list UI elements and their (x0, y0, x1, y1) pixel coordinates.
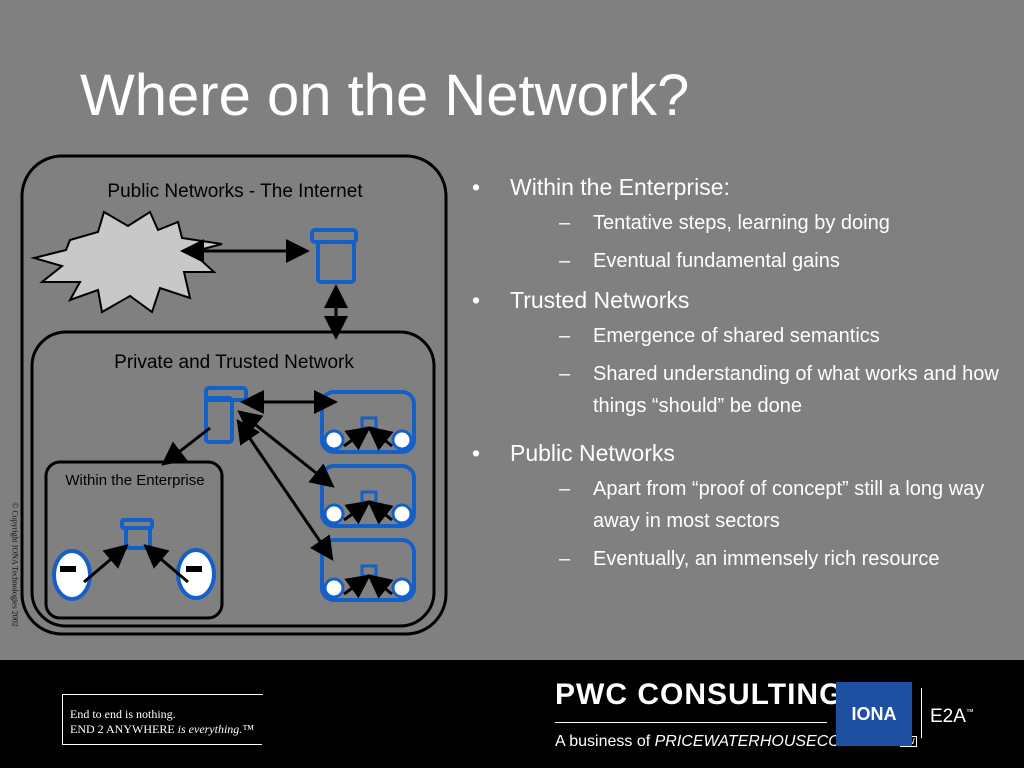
brand-divider (555, 722, 827, 723)
slide-title: Where on the Network? (80, 63, 690, 128)
bullet-item: • Trusted Networks –Emergence of shared … (472, 287, 1012, 422)
sub-bullet-text: Eventual fundamental gains (593, 250, 840, 272)
public-network-label: Public Networks - The Internet (107, 181, 363, 202)
tagline-line-2: END 2 ANYWHERE is everything.™ (70, 722, 255, 736)
sub-bullet-text: Emergence of shared semantics (593, 325, 880, 347)
bullet-list: • Within the Enterprise: –Tentative step… (472, 170, 1012, 575)
tagline-underline (62, 744, 262, 745)
bullet-item: • Within the Enterprise: –Tentative step… (472, 174, 1012, 277)
enterprise-box (44, 460, 224, 620)
sub-bullet-item: –Eventually, an immensely rich resource (559, 548, 940, 570)
bullet-item: • Public Networks –Apart from “proof of … (472, 440, 1012, 575)
logo-separator (921, 688, 922, 738)
iona-logo: IONA (836, 682, 912, 746)
internet-cloud-icon (30, 210, 223, 314)
public-network-box (20, 154, 448, 636)
arrow-enterprise-client-right (143, 544, 189, 584)
bullet-marker: • (472, 174, 481, 200)
arrow-hub-partner-2 (237, 410, 335, 488)
arrow-enterprise-client-left (83, 544, 129, 584)
bullet-text: Within the Enterprise: (510, 174, 730, 200)
sub-bullet-text: Shared understanding of what works and h… (593, 363, 999, 417)
bullet-marker: • (472, 440, 481, 466)
partner-node-1-icon (320, 390, 416, 454)
sub-bullet-text: Eventually, an immensely rich resource (593, 548, 940, 570)
enterprise-label: Within the Enterprise (65, 472, 204, 489)
sub-bullet-text: Tentative steps, learning by doing (593, 212, 890, 234)
partner-node-3-icon (320, 538, 416, 602)
arrow-partner-1-b (367, 426, 394, 451)
arrow-partner-2-a (343, 500, 371, 525)
private-network-box (30, 330, 436, 628)
pwc-consulting-logo: PWC CONSULTING (555, 678, 844, 711)
private-hub-server-icon (204, 386, 248, 444)
tagline-frame (62, 694, 263, 745)
sub-bullet-text: Apart from “proof of concept” still a lo… (593, 478, 985, 532)
enterprise-client-left-icon (52, 549, 92, 601)
enterprise-server-icon (120, 518, 154, 550)
network-diagram: Public Networks - The Internet Private a… (20, 154, 448, 636)
private-network-label: Private and Trusted Network (114, 352, 354, 373)
sub-bullet-item: –Tentative steps, learning by doing (559, 212, 890, 234)
arrow-partner-2-b (367, 500, 394, 525)
bullet-text: Trusted Networks (510, 287, 690, 313)
arrow-partner-3-a (343, 574, 371, 599)
bullet-marker: • (472, 287, 481, 313)
arrow-hub-enterprise (161, 426, 211, 466)
partner-node-2-icon (320, 464, 416, 528)
tagline-line-1: End to end is nothing. (70, 707, 176, 721)
public-server-icon (310, 228, 358, 284)
sub-bullet-item: –Eventual fundamental gains (559, 250, 840, 272)
sub-bullet-item: –Apart from “proof of concept” still a l… (559, 478, 985, 532)
bullet-text: Public Networks (510, 440, 675, 466)
sub-bullet-item: –Shared understanding of what works and … (559, 363, 999, 417)
e2a-logo: E2A™ (930, 706, 974, 727)
enterprise-client-right-icon (176, 548, 216, 600)
arrow-partner-3-b (367, 574, 394, 599)
arrow-partner-1-a (343, 426, 371, 451)
sub-bullet-item: –Emergence of shared semantics (559, 325, 880, 347)
arrow-hub-partner-3 (236, 419, 334, 561)
